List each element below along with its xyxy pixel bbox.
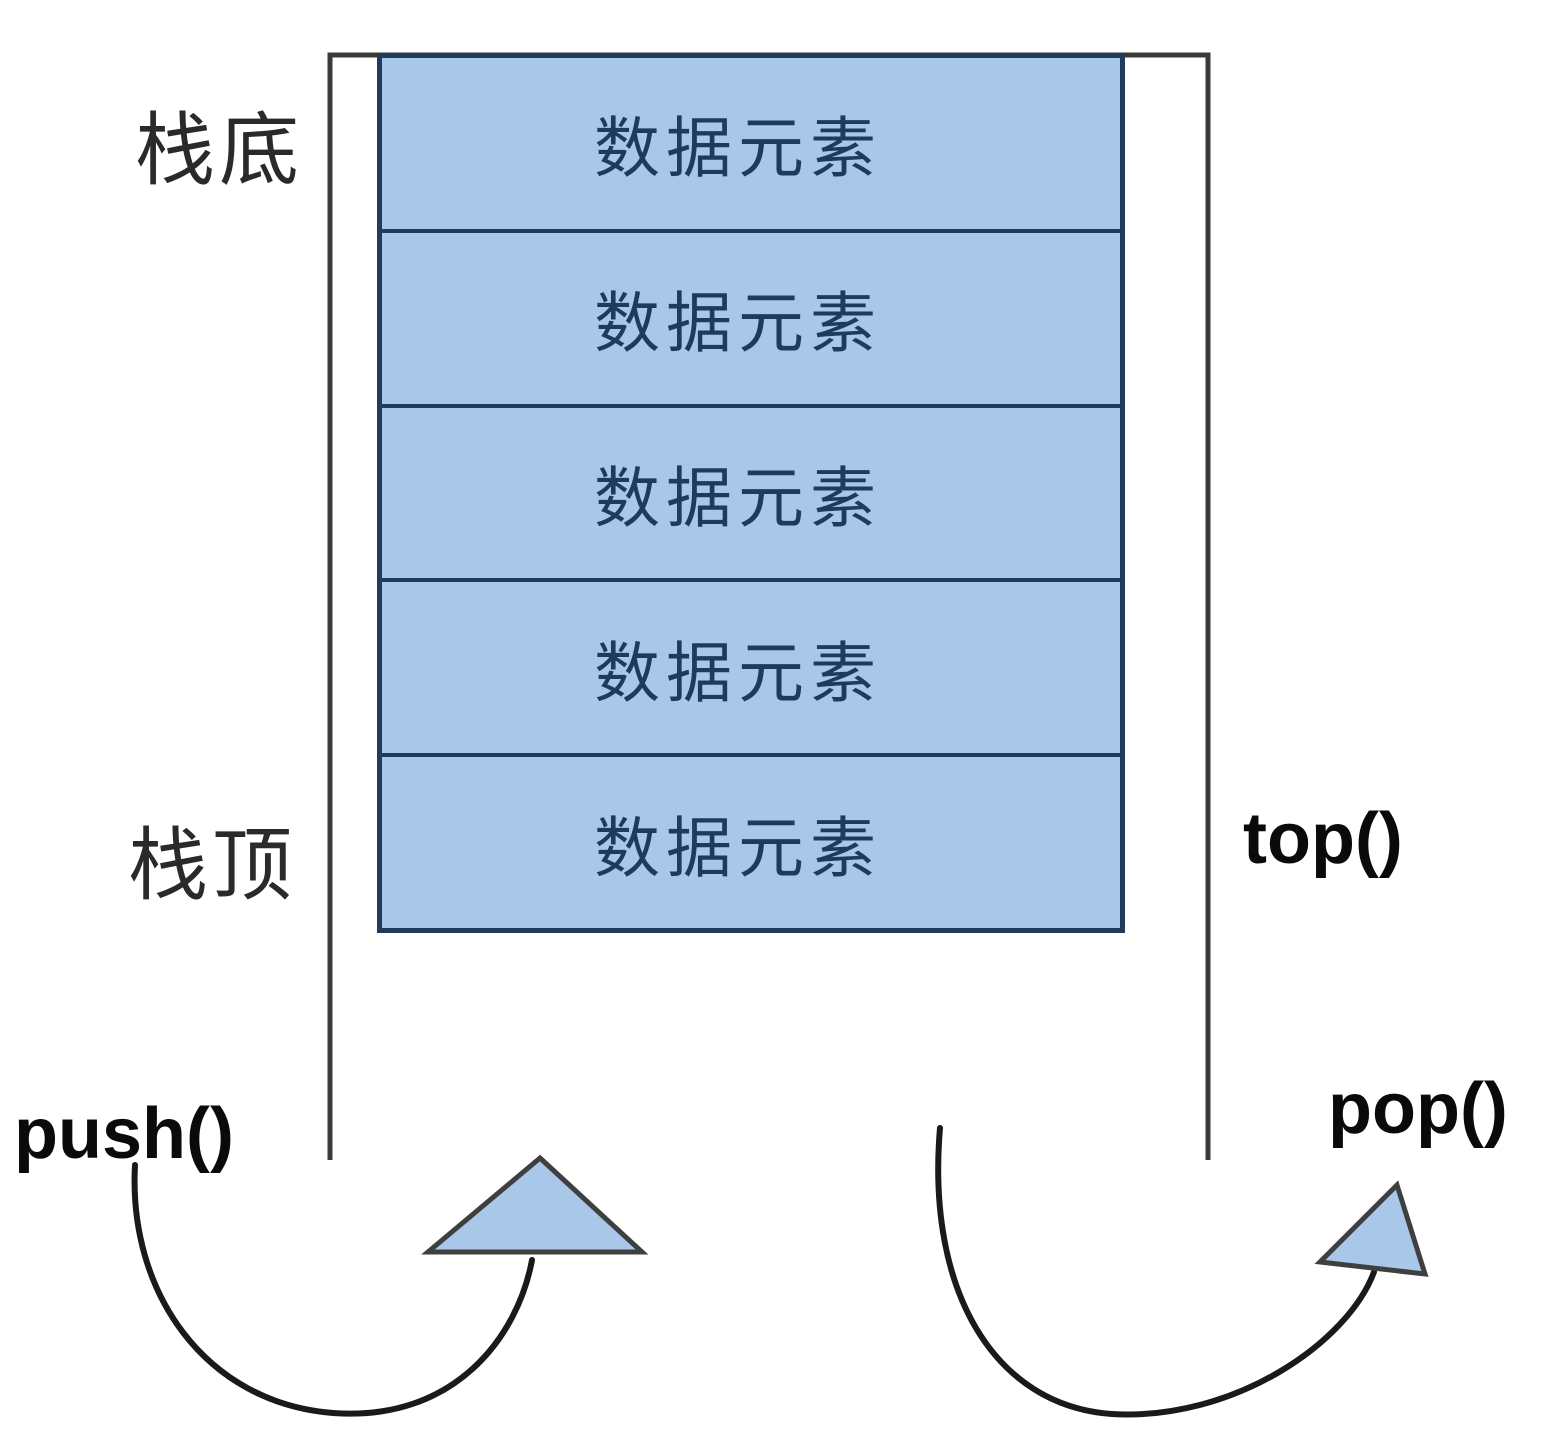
stack-elements-box: 数据元素 数据元素 数据元素 数据元素 数据元素 (377, 53, 1125, 933)
stack-element: 数据元素 (382, 58, 1120, 233)
push-arrow-arc (131, 1162, 535, 1417)
stack-element: 数据元素 (382, 233, 1120, 408)
stack-bottom-label: 栈底 (135, 106, 303, 195)
push-arrow-head-icon (421, 1154, 649, 1255)
pop-function-label: pop() (1328, 1069, 1508, 1149)
top-function-label: top() (1243, 799, 1403, 879)
push-function-label: push() (14, 1094, 234, 1174)
stack-element: 数据元素 (594, 810, 882, 885)
pop-arrow-head-icon (1314, 1180, 1429, 1277)
stack-element: 数据元素 (382, 582, 1120, 758)
pop-arrow-arc (935, 1125, 1377, 1418)
stack-element: 数据元素 (382, 408, 1120, 583)
stack-top-label: 栈顶 (128, 821, 296, 910)
